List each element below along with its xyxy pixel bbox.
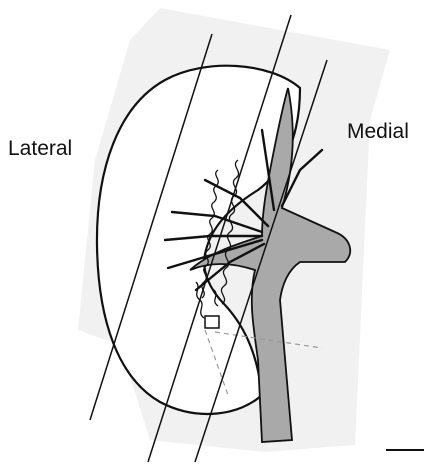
lateral-label: Lateral xyxy=(8,138,72,159)
medial-label: Medial xyxy=(347,121,409,142)
small-box xyxy=(205,316,219,328)
